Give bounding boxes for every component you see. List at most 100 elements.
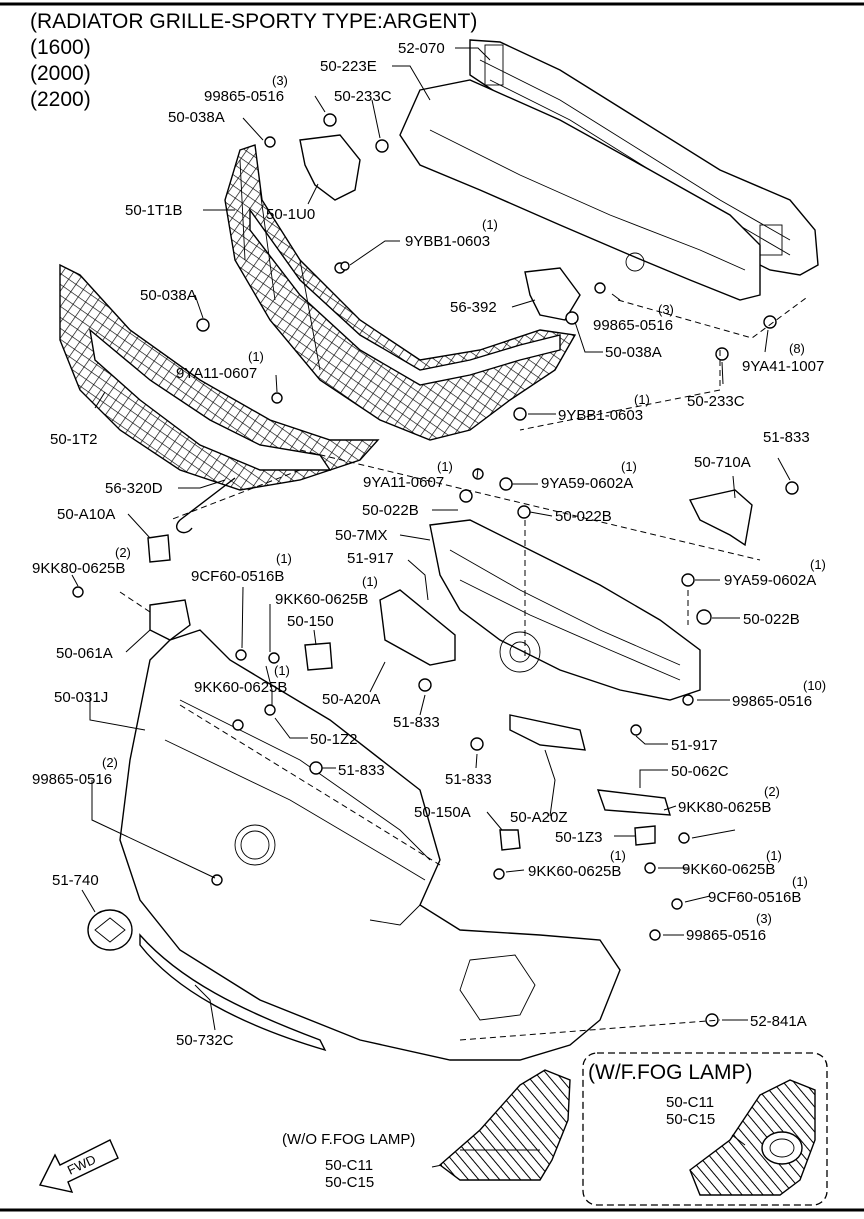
label-50-710a: 50-710A xyxy=(694,454,751,471)
bracket-50-150a xyxy=(499,829,521,851)
emblem-51-740 xyxy=(87,909,133,951)
label-50-1t1b: 50-1T1B xyxy=(125,202,183,219)
label-9kk80-0625b-b: 9KK80-0625B xyxy=(678,799,771,816)
side-bracket-50-061a xyxy=(149,599,191,641)
label-9kk80-0625b-a: 9KK80-0625B xyxy=(32,560,125,577)
qty-9kk80-0625b-a: (2) xyxy=(115,545,131,560)
label-9kk60-0625b-b: 9KK60-0625B xyxy=(194,679,287,696)
label-51-740: 51-740 xyxy=(52,872,99,889)
fog-with-part1: 50-C11 xyxy=(666,1094,714,1111)
stay-56-320d xyxy=(175,477,236,534)
label-50-732c: 50-732C xyxy=(176,1032,234,1049)
fog-without-part1: 50-C11 xyxy=(325,1157,373,1174)
label-9kk60-0625b-c: 9KK60-0625B xyxy=(528,863,621,880)
front-bumper xyxy=(119,629,621,1061)
label-99865-0516-b: 99865-0516 xyxy=(593,317,673,334)
label-9ya11-0607-b: 9YA11-0607 xyxy=(363,474,444,491)
label-56-320d: 56-320D xyxy=(105,480,163,497)
label-51-833-b: 51-833 xyxy=(393,714,440,731)
bracket-50-a20a xyxy=(379,589,456,666)
engine-1600: (1600) xyxy=(30,36,91,59)
label-50-7mx: 50-7MX xyxy=(335,527,388,544)
label-9ya59-0602a-a: 9YA59-0602A xyxy=(541,475,633,492)
qty-9kk60-0625b-a: (1) xyxy=(362,574,378,589)
qty-9ya11-0607-a: (1) xyxy=(248,349,264,364)
qty-99865-0516-e: (3) xyxy=(756,911,772,926)
leader-lines xyxy=(71,47,791,1031)
label-52-841a: 52-841A xyxy=(750,1013,807,1030)
label-9ya41-1007: 9YA41-1007 xyxy=(742,358,824,375)
qty-9ya11-0607-b: (1) xyxy=(437,459,453,474)
radiator-grille xyxy=(224,144,577,441)
bracket-50-1u0 xyxy=(299,134,361,201)
label-50-061a: 50-061A xyxy=(56,645,113,662)
bracket-50-1z3 xyxy=(634,825,656,846)
fog-with-part2: 50-C15 xyxy=(666,1111,715,1128)
qty-9ybb1-0603-b: (1) xyxy=(634,392,650,407)
fasteners xyxy=(72,113,799,1027)
label-99865-0516-c: 99865-0516 xyxy=(732,693,812,710)
label-50-1z2: 50-1Z2 xyxy=(310,731,358,748)
label-50-1z3: 50-1Z3 xyxy=(555,829,603,846)
qty-99865-0516-b: (3) xyxy=(658,302,674,317)
engine-2000: (2000) xyxy=(30,62,91,85)
label-51-917-b: 51-917 xyxy=(671,737,718,754)
qty-9ya41-1007: (8) xyxy=(789,341,805,356)
label-50-031j: 50-031J xyxy=(54,689,108,706)
label-50-1t2: 50-1T2 xyxy=(50,431,98,448)
label-50-a20a: 50-A20A xyxy=(322,691,380,708)
qty-9kk80-0625b-b: (2) xyxy=(764,784,780,799)
label-50-022b-c: 50-022B xyxy=(743,611,800,628)
qty-9kk60-0625b-d: (1) xyxy=(766,848,782,863)
brace-50-710a xyxy=(688,489,753,547)
label-9cf60-0516b-b: 9CF60-0516B xyxy=(708,889,801,906)
label-50-062c: 50-062C xyxy=(671,763,729,780)
qty-9cf60-0516b-a: (1) xyxy=(276,551,292,566)
qty-9cf60-0516b-b: (1) xyxy=(792,874,808,889)
engine-2200: (2200) xyxy=(30,88,91,111)
energy-absorber xyxy=(399,79,761,301)
label-9ybb1-0603-b: 9YBB1-0603 xyxy=(558,407,643,424)
label-99865-0516-a: 99865-0516 xyxy=(204,88,284,105)
label-51-833-a: 51-833 xyxy=(763,429,810,446)
fog-leader-a xyxy=(431,1164,443,1168)
callout-labels: 52-070 50-223E (3) 99865-0516 50-233C 50… xyxy=(32,40,826,1191)
bracket-50-062c xyxy=(596,789,671,816)
label-52-070: 52-070 xyxy=(398,40,445,57)
qty-99865-0516-a: (3) xyxy=(272,73,288,88)
label-50-038a-a: 50-038A xyxy=(168,109,225,126)
qty-9ybb1-0603-a: (1) xyxy=(482,217,498,232)
molding-50-732c xyxy=(139,933,327,1052)
label-51-833-c: 51-833 xyxy=(338,762,385,779)
label-50-a20z: 50-A20Z xyxy=(510,809,568,826)
fog-cover-without xyxy=(438,1069,571,1181)
label-50-223e: 50-223E xyxy=(320,58,377,75)
qty-9kk60-0625b-b: (1) xyxy=(274,663,290,678)
qty-9kk60-0625b-c: (1) xyxy=(610,848,626,863)
fwd-arrow-icon: FWD xyxy=(38,1139,119,1193)
bracket-56-392 xyxy=(524,267,581,321)
label-50-150a: 50-150A xyxy=(414,804,471,821)
label-50-233c-b: 50-233C xyxy=(687,393,745,410)
qty-9ya59-0602a-b: (1) xyxy=(810,557,826,572)
label-50-150: 50-150 xyxy=(287,613,334,630)
fog-leader-b xyxy=(731,1134,746,1146)
label-51-917-a: 51-917 xyxy=(347,550,394,567)
label-50-038a-b: 50-038A xyxy=(140,287,197,304)
label-99865-0516-d: 99865-0516 xyxy=(32,771,112,788)
alignment-lines xyxy=(119,297,807,1041)
label-9kk60-0625b-d: 9KK60-0625B xyxy=(682,861,775,878)
label-9ya59-0602a-b: 9YA59-0602A xyxy=(724,572,816,589)
label-50-a10a: 50-A10A xyxy=(57,506,115,523)
fog-with-title: (W/F.FOG LAMP) xyxy=(588,1061,753,1084)
fog-cover-with xyxy=(689,1079,816,1196)
diagram-title: (RADIATOR GRILLE-SPORTY TYPE:ARGENT) xyxy=(30,10,477,33)
label-9kk60-0625b-a: 9KK60-0625B xyxy=(275,591,368,608)
label-50-038a-c: 50-038A xyxy=(605,344,662,361)
fog-without-part2: 50-C15 xyxy=(325,1174,374,1191)
fog-lamp-variant-box xyxy=(582,1052,828,1206)
label-50-1u0: 50-1U0 xyxy=(266,206,315,223)
label-9ybb1-0603-a: 9YBB1-0603 xyxy=(405,233,490,250)
label-9ya11-0607-a: 9YA11-0607 xyxy=(176,365,257,382)
